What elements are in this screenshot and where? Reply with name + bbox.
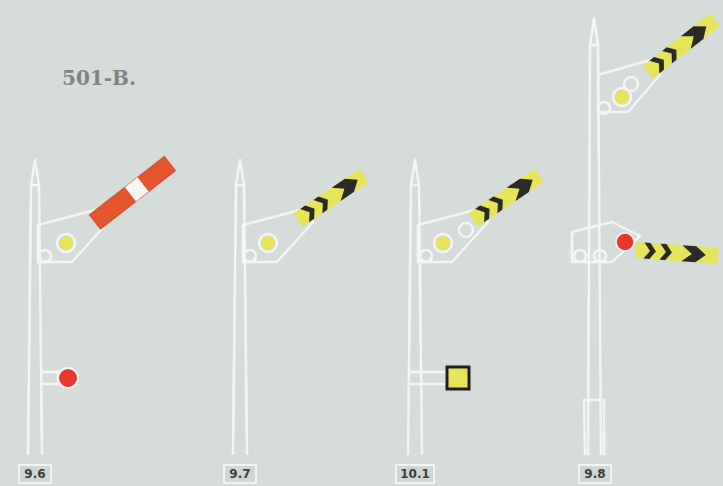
plate-number: 9.6 (24, 467, 45, 481)
number-plate: 9.6 (18, 464, 52, 484)
number-plate: 9.7 (223, 464, 257, 484)
number-plate: 10.1 (395, 464, 435, 484)
plate-number: 9.8 (584, 467, 605, 481)
figure-number: 501-B. (62, 66, 136, 90)
plate-number: 10.1 (400, 467, 430, 481)
number-plate: 9.8 (578, 464, 612, 484)
plate-number: 9.7 (229, 467, 250, 481)
